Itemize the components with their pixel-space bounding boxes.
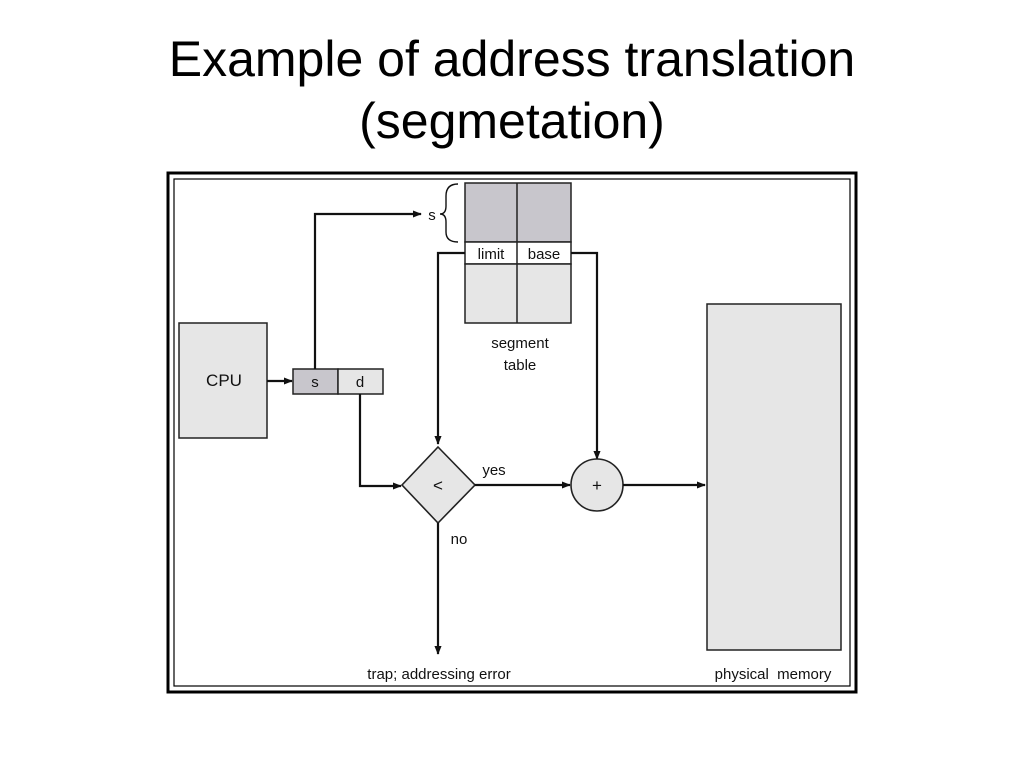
address-d-label: d [356,374,364,391]
figure-frame-inner [173,178,851,687]
segment-table-top-row [464,182,572,243]
base-to-adder-arrow [571,251,601,460]
trap-label: trap; addressing error [367,666,510,683]
cpu-box: CPU [178,322,268,439]
slide-title: Example of address translation (segmetat… [0,28,1024,152]
limit-label: limit [478,246,505,263]
segment-table: limit base [464,182,572,324]
physical-memory-box [706,303,842,651]
segment-table-bottom-row [464,263,572,324]
adder-circle: + [570,458,624,512]
no-label: no [451,531,468,548]
address-d-field [337,368,384,395]
figure-frame-outer [166,171,858,694]
segment-brace [439,183,459,243]
yes-label: yes [482,462,505,479]
limit-to-compare-arrow [434,251,465,445]
segment-index-label: s [428,207,436,224]
logical-address: s d [292,368,384,395]
physical-memory-label: physical memory [715,666,832,683]
title-line-1: Example of address translation [168,31,856,87]
address-s-label: s [311,374,319,391]
cpu-label: CPU [206,371,242,390]
compare-diamond: < [400,445,477,525]
title-line-2: (segmetation) [359,93,665,149]
segment-table-caption-2: table [504,357,537,374]
compare-symbol: < [433,476,443,495]
base-label: base [528,246,561,263]
d-to-compare-arrow [358,394,402,490]
segment-table-caption-1: segment [491,335,549,352]
s-to-segment-table-arrow [313,210,422,369]
adder-symbol: + [592,476,602,495]
